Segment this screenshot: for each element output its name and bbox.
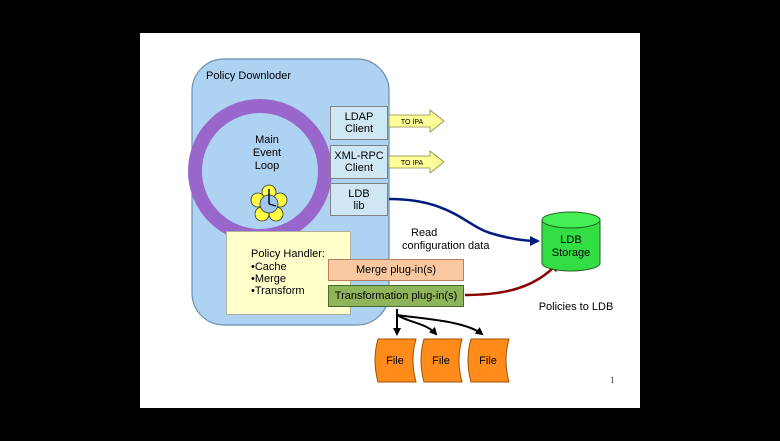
storage-label-2: Storage bbox=[552, 247, 591, 259]
read-config-line-1: Read bbox=[411, 227, 438, 239]
event-loop-label-1: Main bbox=[255, 134, 279, 146]
read-config-line-2: configuration data bbox=[402, 240, 490, 252]
xmlrpc-client-label-1: XML-RPC bbox=[334, 150, 384, 162]
file-label-2: File bbox=[432, 355, 450, 367]
ldap-client-label-2: Client bbox=[344, 123, 374, 135]
page-number: 1 bbox=[610, 375, 615, 385]
event-loop-label-3: Loop bbox=[255, 160, 279, 172]
read-config-annotation: Read configuration data bbox=[402, 227, 512, 253]
transform-plugin-box: Transformation plug-in(s) bbox=[328, 285, 464, 307]
file-shape-2: File bbox=[420, 338, 463, 383]
ldb-lib-label-1: LDB bbox=[348, 187, 370, 200]
handler-item-merge: •Merge bbox=[251, 273, 287, 285]
to-ipa-arrow-2: TO IPA bbox=[388, 150, 445, 174]
architecture-diagram: Policy Downloder Main Event Loop TO IPA … bbox=[188, 58, 601, 383]
flower-clock-icon bbox=[250, 184, 288, 222]
event-loop-label-2: Event bbox=[253, 147, 281, 159]
merge-plugin-label: Merge plug-in(s) bbox=[355, 264, 437, 276]
to-ipa-label-1: TO IPA bbox=[401, 119, 424, 126]
merge-plugin-box: Merge plug-in(s) bbox=[328, 259, 464, 281]
file-label-1: File bbox=[386, 355, 404, 367]
policy-downloader-title: Policy Downloder bbox=[206, 70, 291, 82]
storage-label-1: LDB bbox=[560, 234, 581, 246]
transform-plugin-label: Transformation plug-in(s) bbox=[334, 290, 458, 302]
file-fanout-arrows bbox=[393, 309, 484, 336]
handler-item-transform: •Transform bbox=[251, 285, 305, 297]
ldb-storage-cylinder: LDB Storage bbox=[541, 211, 601, 272]
xmlrpc-client-label-2: Client bbox=[344, 162, 374, 174]
file-shape-1: File bbox=[374, 338, 417, 383]
policy-handler-title: Policy Handler: bbox=[251, 248, 325, 260]
policy-handler-list: •Cache •Merge •Transform bbox=[251, 261, 305, 297]
policies-to-ldb-annotation: Policies to LDB bbox=[538, 301, 614, 313]
transform-to-storage-arrow bbox=[464, 261, 560, 297]
ldap-client-label-1: LDAP bbox=[344, 111, 374, 123]
ldb-lib-label-2: lib bbox=[353, 199, 365, 212]
to-ipa-arrow-1: TO IPA bbox=[388, 109, 445, 133]
file-label-3: File bbox=[479, 355, 497, 367]
slide: Policy Downloder Main Event Loop TO IPA … bbox=[140, 33, 640, 408]
ldb-to-storage-arrow bbox=[388, 197, 540, 246]
to-ipa-label-2: TO IPA bbox=[401, 160, 424, 167]
handler-item-cache: •Cache bbox=[251, 261, 287, 273]
file-shape-3: File bbox=[467, 338, 510, 383]
